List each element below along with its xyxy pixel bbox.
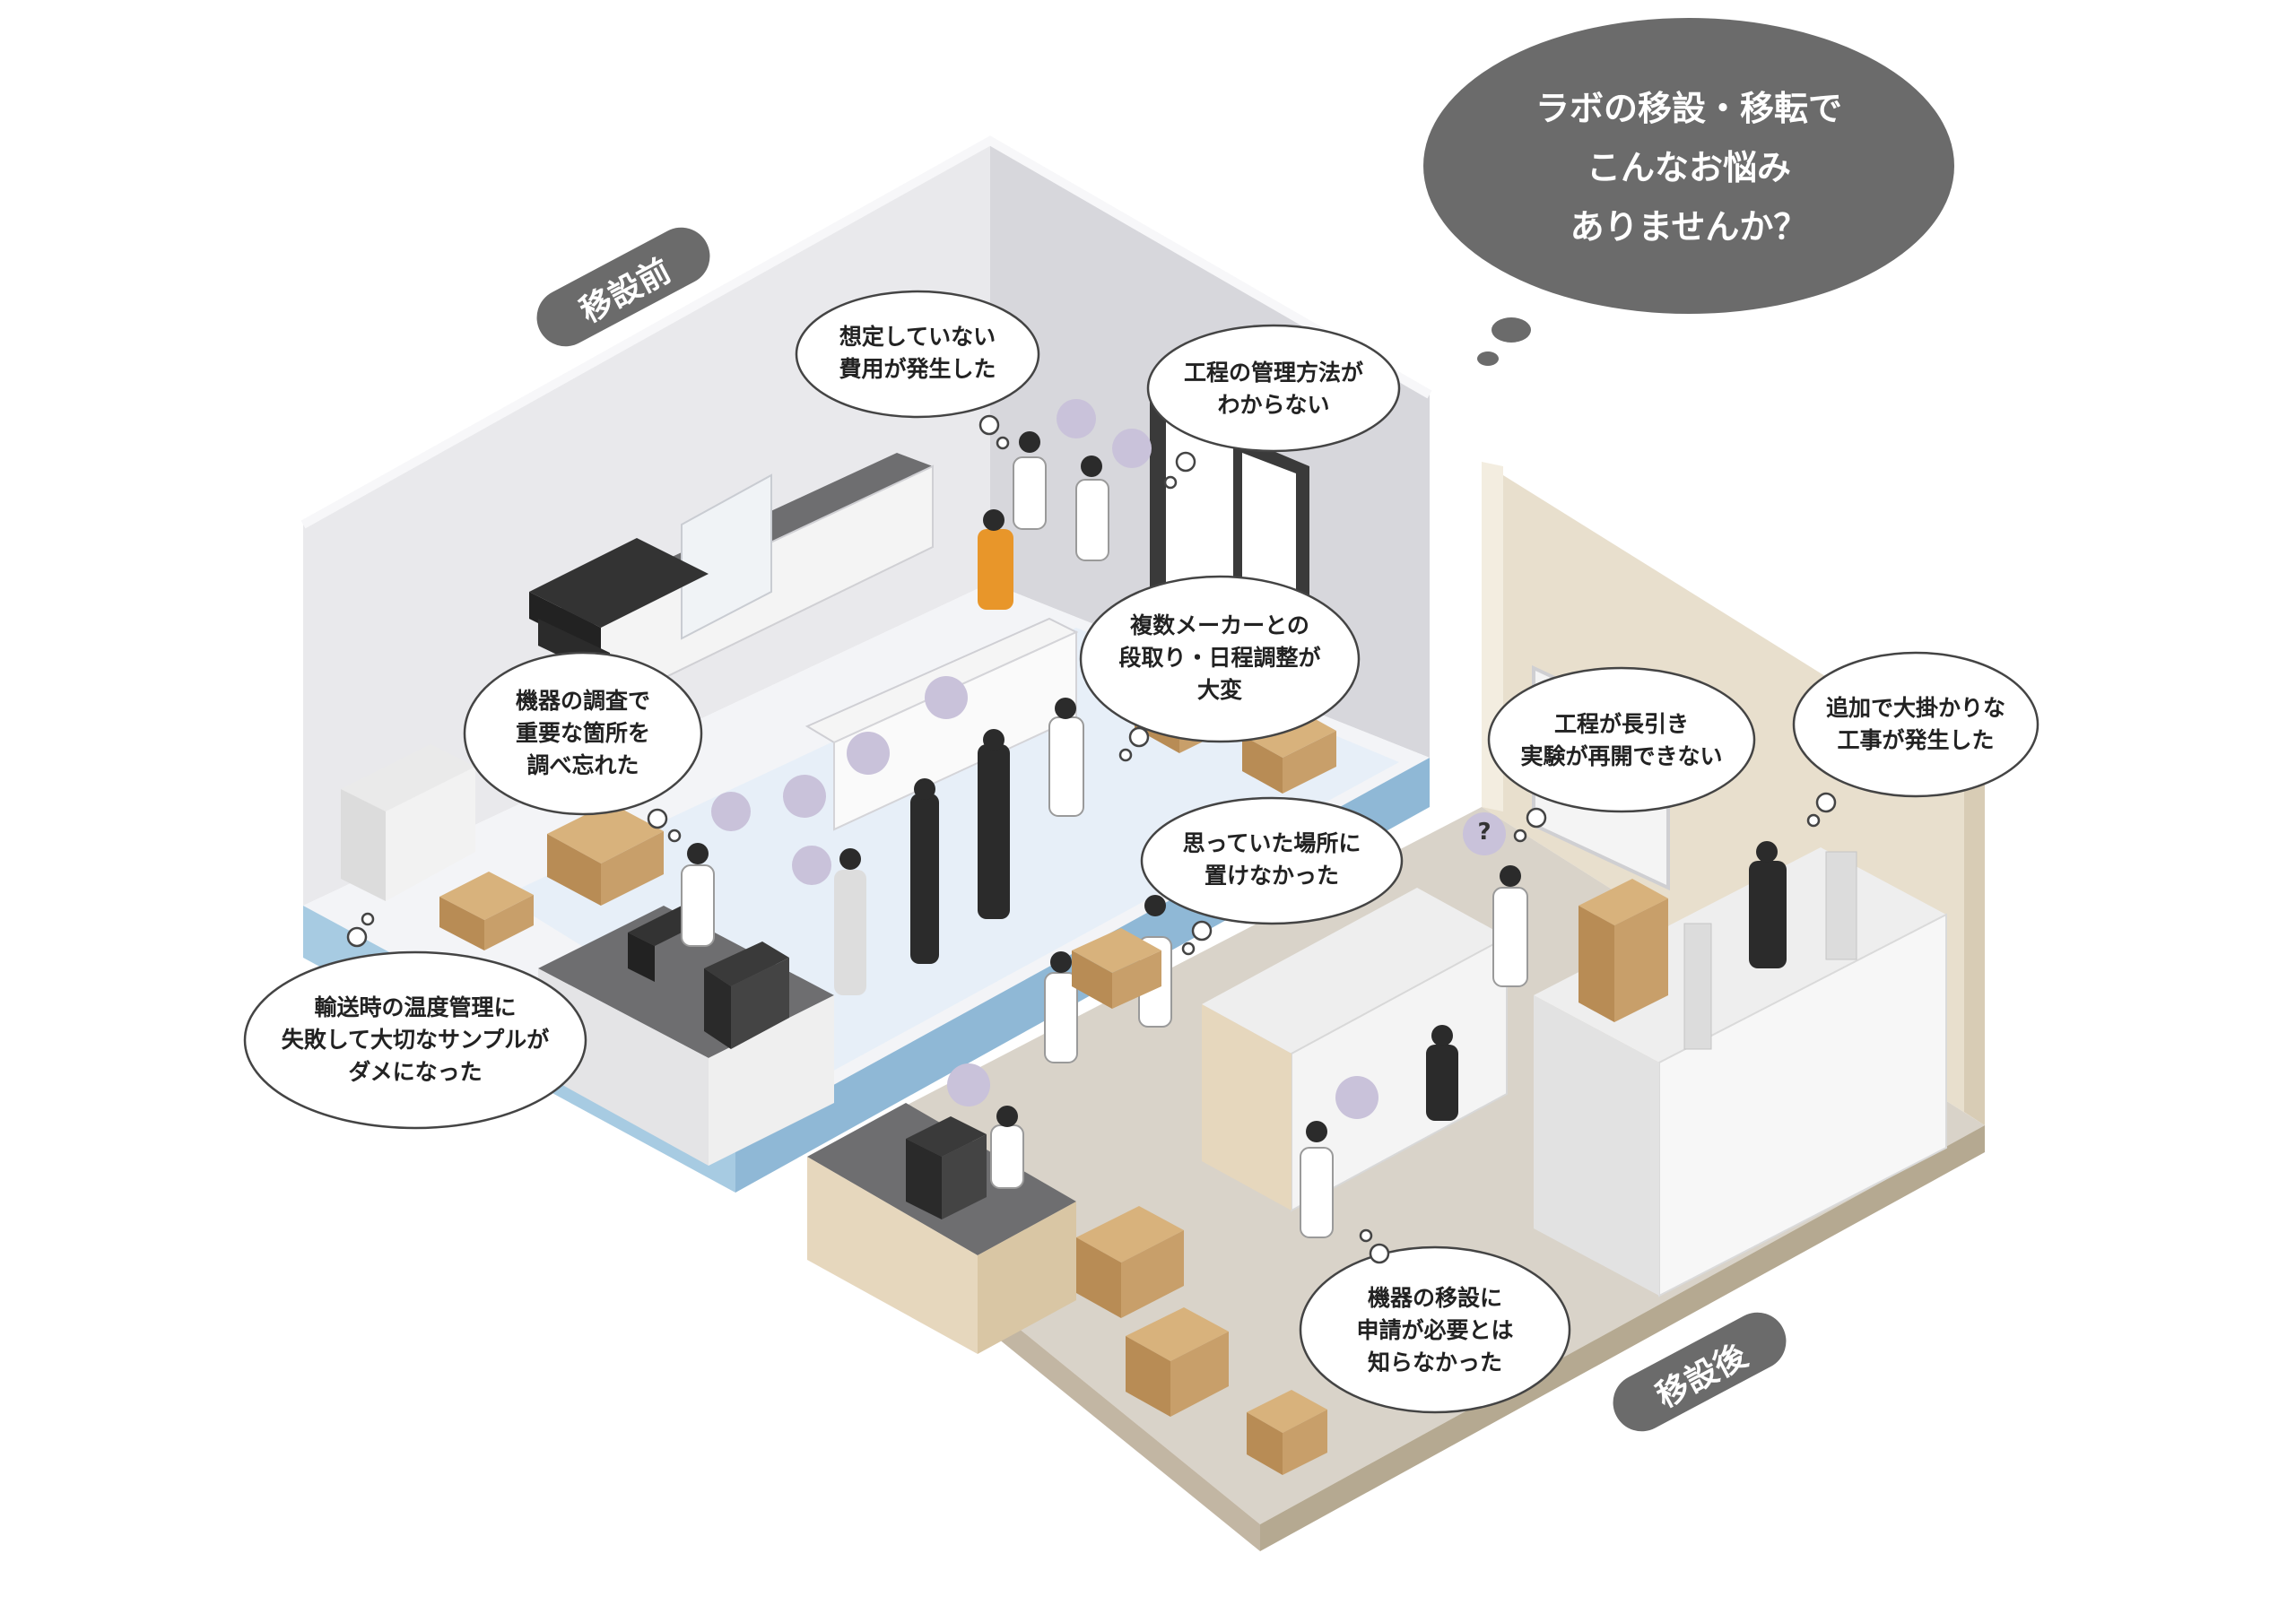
question-icon — [1463, 812, 1506, 855]
people — [681, 431, 1787, 1238]
scope-icon — [783, 775, 826, 818]
concern-sample-ruined: 輸送時の温度管理に 失敗して大切なサンプルが ダメになった — [281, 994, 550, 1085]
concern-process-management: 工程の管理方法が わからない — [1183, 360, 1363, 418]
concern-process-delay: 工程が長引き 実験が再開できない — [1520, 711, 1723, 769]
before-label — [536, 227, 710, 347]
concern-extra-construction: 追加で大掛かりな 工事が発生した — [1825, 695, 2005, 753]
sweat-icon-2 — [711, 792, 751, 831]
question-mark-glyph: ? — [1477, 819, 1492, 846]
concern-vendor-coordination: 複数メーカーとの 段取り・日程調整が 大変 — [1118, 612, 1321, 703]
concern-unexpected-cost: 想定していない 費用が発生した — [839, 324, 996, 382]
tangle-icon-2 — [1335, 1076, 1378, 1119]
sweat-icon — [1112, 429, 1152, 468]
emotion-icon-bubbles — [711, 399, 1506, 1119]
tension-icon — [947, 1063, 990, 1106]
headline-bubble — [1423, 18, 1954, 366]
microscope-icon — [925, 676, 968, 719]
headline-text: ラボの移設・移転で こんなお悩み ありませんか？ — [1535, 89, 1842, 247]
concern-forgot-survey: 機器の調査で 重要な箇所を 調べ忘れた — [515, 688, 650, 778]
tangle-icon — [792, 846, 831, 885]
frustration-icon — [1057, 399, 1096, 438]
after-room — [439, 462, 1985, 1551]
concern-bubbles — [243, 290, 2039, 1414]
concern-cannot-place: 思っていた場所に 置けなかった — [1182, 830, 1361, 889]
after-label — [1613, 1312, 1787, 1432]
concern-permit-unknown: 機器の移設に 申請が必要とは 知らなかった — [1356, 1285, 1514, 1375]
device-icon — [847, 732, 890, 775]
